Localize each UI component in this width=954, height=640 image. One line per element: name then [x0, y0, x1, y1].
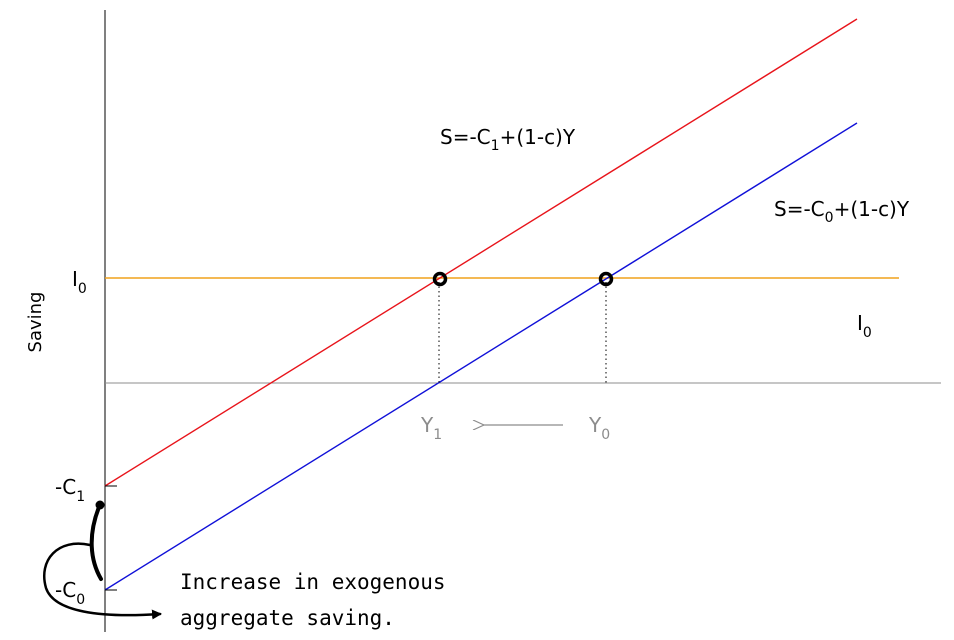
equilibrium-point-0 [598, 271, 614, 287]
y-axis-label: Saving [25, 292, 46, 353]
annotation-line-1: Increase in exogenous [180, 570, 446, 594]
shift-arrow-up-icon [89, 505, 103, 581]
equilibrium-point-1 [432, 271, 448, 287]
investment-label-right: I0 [857, 311, 872, 341]
intercept-label-c0: -C0 [55, 578, 85, 608]
investment-label-left: I0 [72, 267, 87, 297]
annotation-arrow-icon [43, 542, 162, 620]
intercept-label-c1: -C1 [55, 475, 85, 505]
arrow-dot-icon [95, 500, 105, 510]
income-label-y0: Y0 [588, 413, 610, 443]
curve-label-c1: S=-C1+(1-c)Y [440, 125, 576, 154]
curve-label-c0: S=-C0+(1-c)Y [774, 197, 910, 226]
annotation-line-2: aggregate saving. [180, 606, 395, 630]
income-label-y1: Y1 [420, 413, 442, 443]
saving-line-c0 [104, 122, 858, 591]
saving-line-c1 [104, 18, 858, 487]
